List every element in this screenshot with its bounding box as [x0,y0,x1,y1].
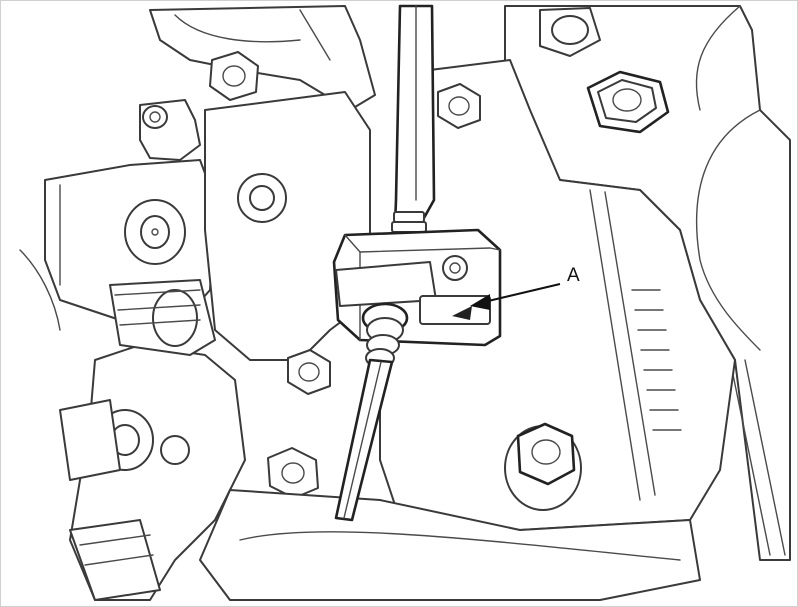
bolt-lower-left [268,448,318,498]
callout-a-label: A [567,265,580,286]
top-left-pin [140,100,200,160]
cylinder-left [110,280,215,355]
bolt-middle-left [288,350,330,394]
cable-bracket [334,230,500,345]
bolt-bottom-large [505,424,581,510]
